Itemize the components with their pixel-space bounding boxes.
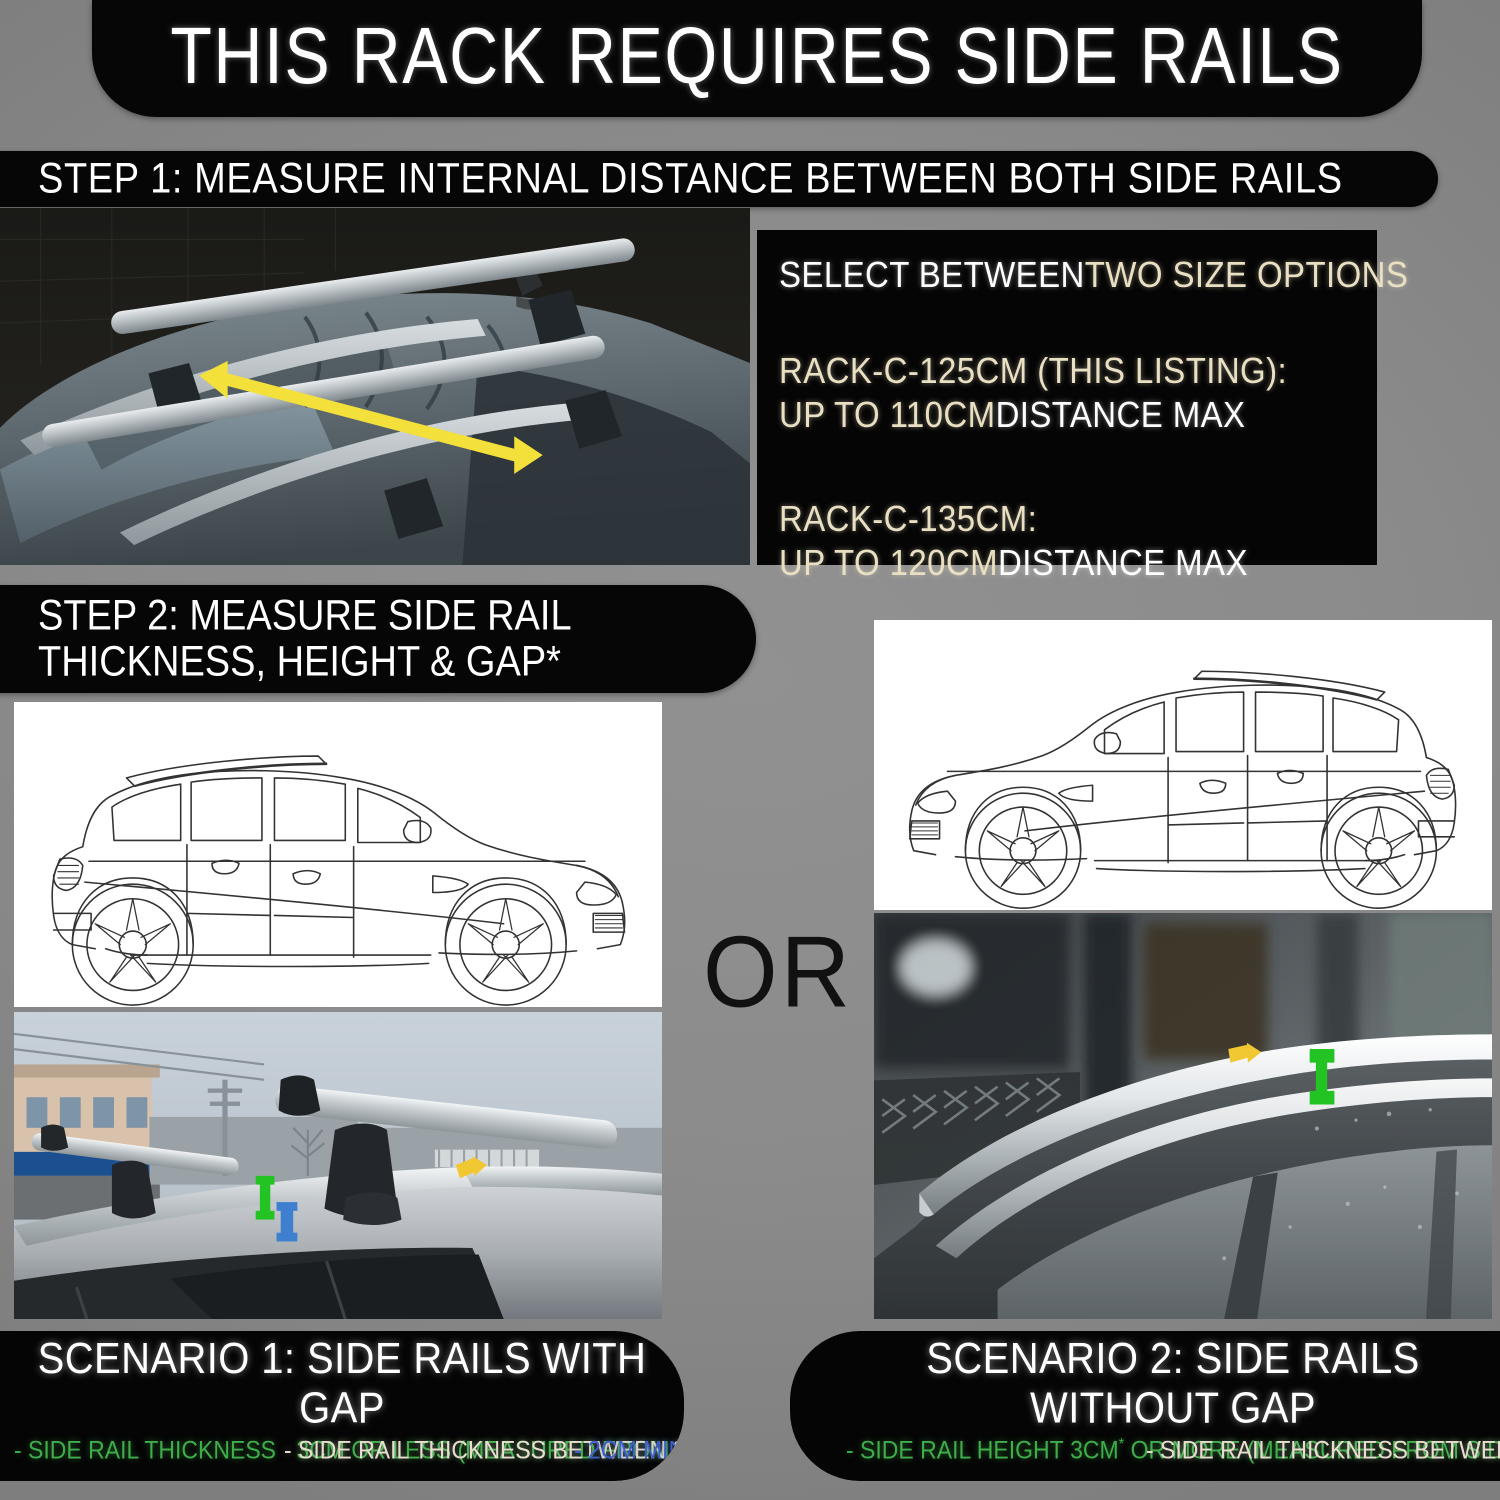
roof-photo-illustration: [0, 208, 750, 565]
rails-with-gap-illustration: [14, 1012, 662, 1319]
scenario2-col-thickness-top: - SIDE RAIL THICKNESS BETWEEN 2-7.5CM (M…: [1146, 1435, 1500, 1465]
green-height-marker: [1309, 1049, 1335, 1105]
scenario1-title-text: SCENARIO 1: SIDE RAILS WITH GAP: [37, 1334, 647, 1433]
scenario1-col-thickness-top: - SIDE RAIL THICKNESS BETWEEN 2-7.5CM (M…: [284, 1435, 684, 1465]
suv-line-drawing-facing-left: [908, 670, 1457, 910]
s2-c1-line2: 3CM* OR MORE: [1070, 1435, 1240, 1467]
rails-without-gap-photo-frame: [874, 913, 1492, 1319]
green-thickness-marker: [255, 1175, 275, 1220]
s2-c2-line2: BETWEEN 2-7.5CM: [1414, 1435, 1500, 1465]
option1-value-gold-text: UP TO 110CM: [779, 394, 996, 435]
roof-photo: [0, 208, 750, 565]
scenario1-col-thickness-side: - SIDE RAIL THICKNESS 3CM OR LESS (MEASU…: [14, 1435, 684, 1465]
select-prefix-text: SELECT BETWEEN: [779, 254, 1085, 295]
suv-line-drawing-facing-right: [51, 755, 626, 1006]
select-highlight-text: TWO SIZE OPTIONS: [1084, 254, 1409, 295]
step2-heading-line1: STEP 2: MEASURE SIDE RAIL: [38, 592, 572, 640]
option1-value-white-text: DISTANCE MAX: [995, 394, 1246, 435]
s2-c1-line3: (MEASURED FROM SIDE): [1246, 1435, 1500, 1465]
yellow-marker: [1228, 1042, 1262, 1063]
select-options-line: SELECT BETWEEN TWO SIZE OPTIONS: [779, 254, 1408, 295]
s1-c3-line2: MINIMUM: [643, 1435, 684, 1465]
suv-drawing-left: [14, 702, 662, 1007]
rails-without-gap-illustration: [874, 913, 1492, 1319]
option2-value-line: UP TO 120CM DISTANCE MAX: [779, 542, 1377, 583]
scenario1-title: SCENARIO 1: SIDE RAILS WITH GAP: [14, 1335, 670, 1433]
scenario2-title-text: SCENARIO 2: SIDE RAILS WITHOUT GAP: [926, 1334, 1420, 1433]
option2-name-line: RACK-C-135CM:: [779, 498, 1377, 539]
main-title-text: THIS RACK REQUIRES SIDE RAILS: [170, 10, 1344, 101]
s1-c2-line2: BETWEEN 2-7.5CM: [552, 1435, 684, 1465]
option1-name-line: RACK-C-125CM (THIS LISTING):: [779, 350, 1377, 391]
s1-c1-line1: - SIDE RAIL THICKNESS: [14, 1435, 277, 1465]
s1-c2-line1: - SIDE RAIL THICKNESS: [284, 1435, 547, 1465]
scenario2-columns: - SIDE RAIL HEIGHT 3CM* OR MORE (MEASURE…: [846, 1436, 1500, 1465]
blue-gap-marker: [276, 1202, 298, 1242]
option2-name-text: RACK-C-135CM:: [779, 498, 1038, 539]
step2-heading-line2: THICKNESS, HEIGHT & GAP*: [38, 638, 561, 686]
s2-c1-line2-asterisk: *: [1118, 1436, 1125, 1454]
s2-c1-line2-suffix: OR MORE: [1124, 1435, 1241, 1465]
s1-c1-line3: (MEASURED FROM SIDE): [457, 1435, 684, 1465]
s2-c1-line2-value: 3CM: [1070, 1435, 1119, 1465]
yellow-distance-arrow: [199, 360, 543, 474]
s2-c1-line1: - SIDE RAIL HEIGHT: [846, 1435, 1064, 1465]
step2-heading-banner: STEP 2: MEASURE SIDE RAIL THICKNESS, HEI…: [0, 585, 756, 693]
scenario1-columns: - SIDE RAIL THICKNESS 3CM OR LESS (MEASU…: [14, 1435, 684, 1465]
rails-without-gap-photo: [874, 913, 1492, 1319]
step1-heading-text: STEP 1: MEASURE INTERNAL DISTANCE BETWEE…: [38, 154, 1343, 203]
size-options-panel: SELECT BETWEEN TWO SIZE OPTIONS RACK-C-1…: [757, 230, 1408, 583]
main-title-banner: THIS RACK REQUIRES SIDE RAILS: [92, 0, 1422, 117]
suv-drawing-right: [874, 620, 1492, 910]
scenario1-panel: SCENARIO 1: SIDE RAILS WITH GAP - SIDE R…: [0, 1331, 684, 1481]
suv-drawing-left-frame: [14, 702, 662, 1007]
suv-drawing-right-frame: [874, 620, 1492, 910]
option1-value-line: UP TO 110CM DISTANCE MAX: [779, 394, 1377, 435]
roof-photo-frame: [0, 208, 750, 565]
step1-heading-banner: STEP 1: MEASURE INTERNAL DISTANCE BETWEE…: [0, 151, 1438, 207]
scenario2-panel: SCENARIO 2: SIDE RAILS WITHOUT GAP - SID…: [790, 1331, 1500, 1481]
s1-c3-line1: - 2CM: [574, 1435, 637, 1465]
rails-with-gap-photo-frame: [14, 1012, 662, 1319]
or-text: OR: [703, 916, 853, 1029]
s1-c1-line2: 3CM OR LESS: [296, 1435, 452, 1465]
option1-name-text: RACK-C-125CM (THIS LISTING):: [779, 350, 1288, 391]
yellow-marker: [455, 1156, 487, 1179]
scenario2-col-height-side: - SIDE RAIL HEIGHT 3CM* OR MORE (MEASURE…: [846, 1435, 1500, 1465]
s2-c2-line1: - SIDE RAIL THICKNESS: [1146, 1435, 1409, 1465]
option2-value-gold-text: UP TO 120CM: [779, 542, 998, 583]
rails-with-gap-photo: [14, 1012, 662, 1319]
scenario1-col-gap: - 2CM MINIMUM GAP: [574, 1436, 684, 1465]
scenario2-title: SCENARIO 2: SIDE RAILS WITHOUT GAP: [846, 1335, 1500, 1433]
or-divider-label: OR: [688, 916, 868, 1029]
option2-value-white-text: DISTANCE MAX: [998, 542, 1248, 583]
